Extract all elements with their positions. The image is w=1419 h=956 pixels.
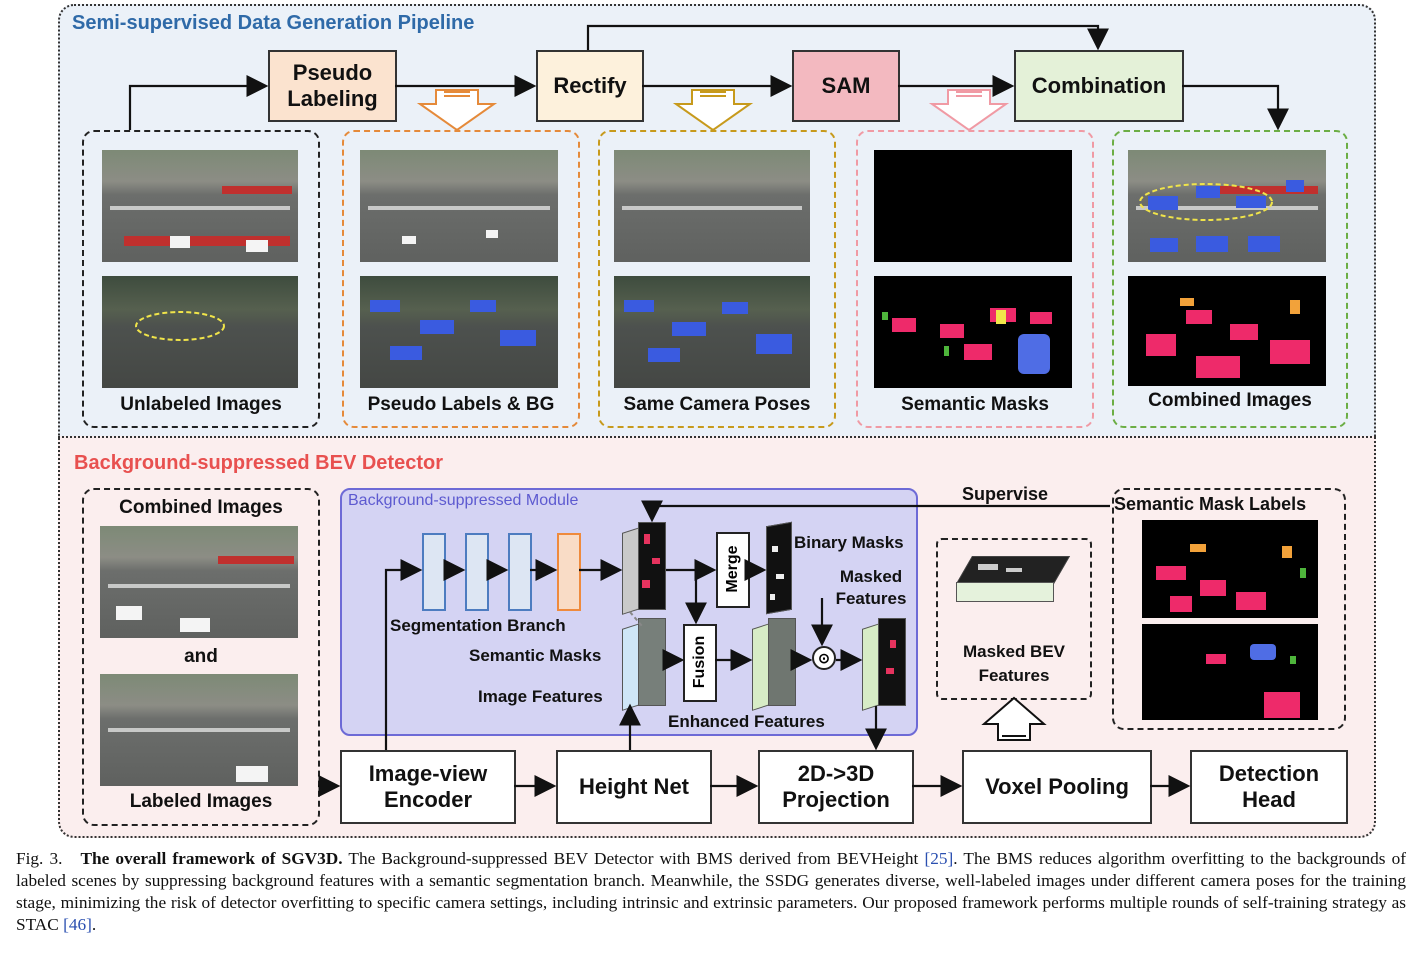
- semantic-mask-labels-panel: [1112, 488, 1346, 730]
- caption-text-3: .: [91, 915, 97, 934]
- seg-block-1: [422, 533, 446, 611]
- combined-images-caption: Combined Images: [1148, 390, 1312, 411]
- caption-text-2: . The BMS reduces algorithm overfitting …: [16, 849, 1406, 934]
- sam-box: SAM: [792, 50, 900, 122]
- unlabeled-images-caption: Unlabeled Images: [120, 394, 282, 415]
- voxel-up-hollow-arrow: [981, 696, 1047, 741]
- image-view-encoder-box: Image-view Encoder: [340, 750, 516, 824]
- pseudo-labeling-box: Pseudo Labeling: [268, 50, 397, 122]
- empty-mask-image: [874, 150, 1072, 262]
- caption-ref-25[interactable]: [25]: [924, 849, 954, 868]
- supervise-arrow: [641, 500, 1110, 523]
- labeled-images-label: Labeled Images: [129, 791, 273, 812]
- combination-box: Combination: [1014, 50, 1184, 122]
- seg-block-2: [465, 533, 489, 611]
- orange-hollow-arrow: [416, 89, 498, 132]
- seg-block-4: [557, 533, 581, 611]
- dot-operator: ⊙: [812, 646, 836, 670]
- image-features-label: Image Features: [478, 687, 603, 706]
- enhanced-features-label: Enhanced Features: [668, 712, 825, 731]
- caption-title: The overall framework of SGV3D.: [80, 849, 343, 868]
- combined-images-label: Combined Images: [119, 497, 283, 518]
- combined-images-panel: [1112, 130, 1348, 428]
- binary-masks-label: Binary Masks: [794, 533, 904, 552]
- semantic-masks-panel: [856, 130, 1094, 428]
- figure-number: Fig. 3.: [16, 849, 63, 868]
- semantic-masks-caption: Semantic Masks: [901, 394, 1049, 415]
- semantic-to-image-dash: [629, 611, 643, 627]
- detection-head-box: Detection Head: [1190, 750, 1348, 824]
- arrow-rectify-to-combination: [586, 24, 1109, 51]
- rectify-box: Rectify: [536, 50, 644, 122]
- figure-caption: Fig. 3. The overall framework of SGV3D. T…: [16, 848, 1406, 936]
- projection-box: 2D->3D Projection: [758, 750, 914, 824]
- detector-input-panel: [82, 488, 320, 826]
- module-title: Background-suppressed Module: [348, 492, 579, 509]
- pink-hollow-arrow: [928, 89, 1010, 132]
- same-camera-poses-panel: [598, 130, 836, 428]
- segmentation-branch-label: Segmentation Branch: [390, 616, 566, 635]
- same-camera-poses-caption: Same Camera Poses: [623, 394, 811, 415]
- masked-bev-features-label: Masked BEV Features: [962, 642, 1066, 685]
- caption-ref-46[interactable]: [46]: [63, 915, 92, 934]
- masked-features-label: Masked Features: [835, 567, 907, 608]
- voxel-pooling-box: Voxel Pooling: [962, 750, 1152, 824]
- image-decorations: [108, 180, 1318, 782]
- gold-hollow-arrow: [672, 89, 754, 132]
- unlabeled-image-night: [102, 276, 298, 388]
- top-section-title: Semi-supervised Data Generation Pipeline: [72, 12, 475, 34]
- arrow-unlabeled-to-pseudo: [128, 75, 269, 130]
- camera-pose-labels-image: [614, 276, 810, 388]
- arrow-combination-to-output: [1182, 84, 1289, 131]
- bottom-section-title: Background-suppressed BEV Detector: [74, 452, 443, 474]
- supervise-label: Supervise: [962, 484, 1049, 504]
- seg-block-3: [508, 533, 532, 611]
- and-label: and: [184, 646, 218, 667]
- masked-feature-map: [878, 618, 906, 706]
- semantic-masks-label: Semantic Masks: [469, 646, 602, 665]
- semantic-feature-map: [638, 522, 666, 610]
- pseudo-labels-panel: [342, 130, 580, 428]
- arrow-encoder-to-segbranch: [384, 559, 423, 750]
- semantic-mask-labels-title: Semantic Mask Labels: [1114, 494, 1307, 514]
- pseudo-labels-caption: Pseudo Labels & BG: [367, 394, 555, 415]
- caption-text-1: The Background-suppressed BEV Detector w…: [342, 849, 925, 868]
- unlabeled-images-panel: [82, 130, 320, 428]
- bev-feature-cube: [955, 556, 1071, 602]
